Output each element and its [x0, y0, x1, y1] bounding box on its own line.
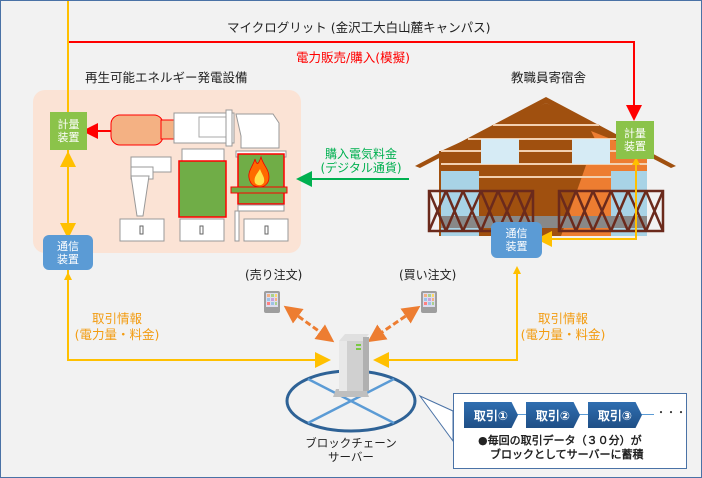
block-item: 取引③	[588, 402, 642, 428]
buy-order-phone-icon	[421, 291, 437, 313]
meter-label-2: 装置	[57, 131, 80, 144]
dormitory-label: 教職員寄宿舎	[511, 70, 587, 85]
server-label-line2: サーバー	[328, 450, 374, 464]
dorm-meter-device: 計量 装置	[616, 121, 654, 159]
generator-comm-device: 通信 装置	[43, 235, 93, 270]
payment-label-line1: 購入電気料金	[324, 147, 397, 161]
trade-info-left: 取引情報 (電力量・料金)	[67, 311, 167, 343]
trade-info-right: 取引情報 (電力量・料金)	[513, 311, 613, 343]
dorm-comm-device: 通信 装置	[491, 222, 542, 258]
buy-order-label: (買い注文)	[399, 268, 457, 282]
buy-order-arrow	[367, 305, 421, 343]
microgrid-title: マイクログリット (金沢工大白山麓キャンパス)	[227, 20, 491, 35]
generator-label: 再生可能エネルギー発電設備	[85, 70, 248, 85]
blocks-note-line1: ●毎回の取引データ（３０分）が	[478, 434, 642, 447]
comm-label-2: 装置	[57, 252, 79, 266]
dormitory-house-icon	[415, 97, 676, 236]
blocks-callout: 取引① 取引② 取引③ ・・・ ●毎回の取引データ（３０分）が ブロックとしてサ…	[453, 393, 687, 469]
meter-label-2: 装置	[624, 140, 646, 153]
generator-meter-device: 計量 装置	[50, 112, 87, 150]
block-item-label: 取引①	[473, 408, 509, 423]
server-label-line1: ブロックチェーン	[305, 436, 397, 450]
sell-order-arrow	[283, 305, 335, 343]
block-item: 取引②	[526, 402, 580, 428]
meter-label-1: 計量	[57, 118, 80, 131]
right-trade-info-line	[373, 271, 518, 368]
trade-info-left-line2: (電力量・料金)	[74, 327, 160, 342]
callout-pointer	[418, 394, 454, 443]
left-trade-info-line	[67, 279, 331, 368]
power-trade-label: 電力販売/購入(模擬)	[296, 50, 410, 65]
meter-label-1: 計量	[624, 127, 646, 140]
block-item-label: 取引②	[535, 408, 571, 423]
trade-info-left-line1: 取引情報	[91, 311, 142, 326]
payment-label: 購入電気料金 (デジタル通貨)	[311, 147, 411, 175]
comm-label-1: 通信	[505, 227, 528, 240]
server-label: ブロックチェーン サーバー	[301, 436, 401, 464]
sell-order-phone-icon	[264, 291, 280, 313]
generator-machinery-icon	[110, 109, 289, 242]
trade-info-right-line2: (電力量・料金)	[520, 327, 606, 342]
block-item: 取引①	[464, 402, 518, 428]
sell-order-label: (売り注文)	[245, 268, 303, 282]
comm-label-1: 通信	[57, 239, 79, 253]
block-item-label: 取引③	[597, 408, 633, 423]
payment-label-line2: (デジタル通貨)	[320, 161, 402, 175]
blocks-note-line2: ブロックとしてサーバーに蓄積	[490, 448, 644, 461]
trade-info-right-line1: 取引情報	[537, 311, 588, 326]
comm-label-2: 装置	[505, 240, 528, 253]
blocks-ellipsis: ・・・	[656, 408, 686, 419]
dorm-meter-comm-link	[536, 161, 637, 247]
server-icon	[333, 334, 369, 397]
